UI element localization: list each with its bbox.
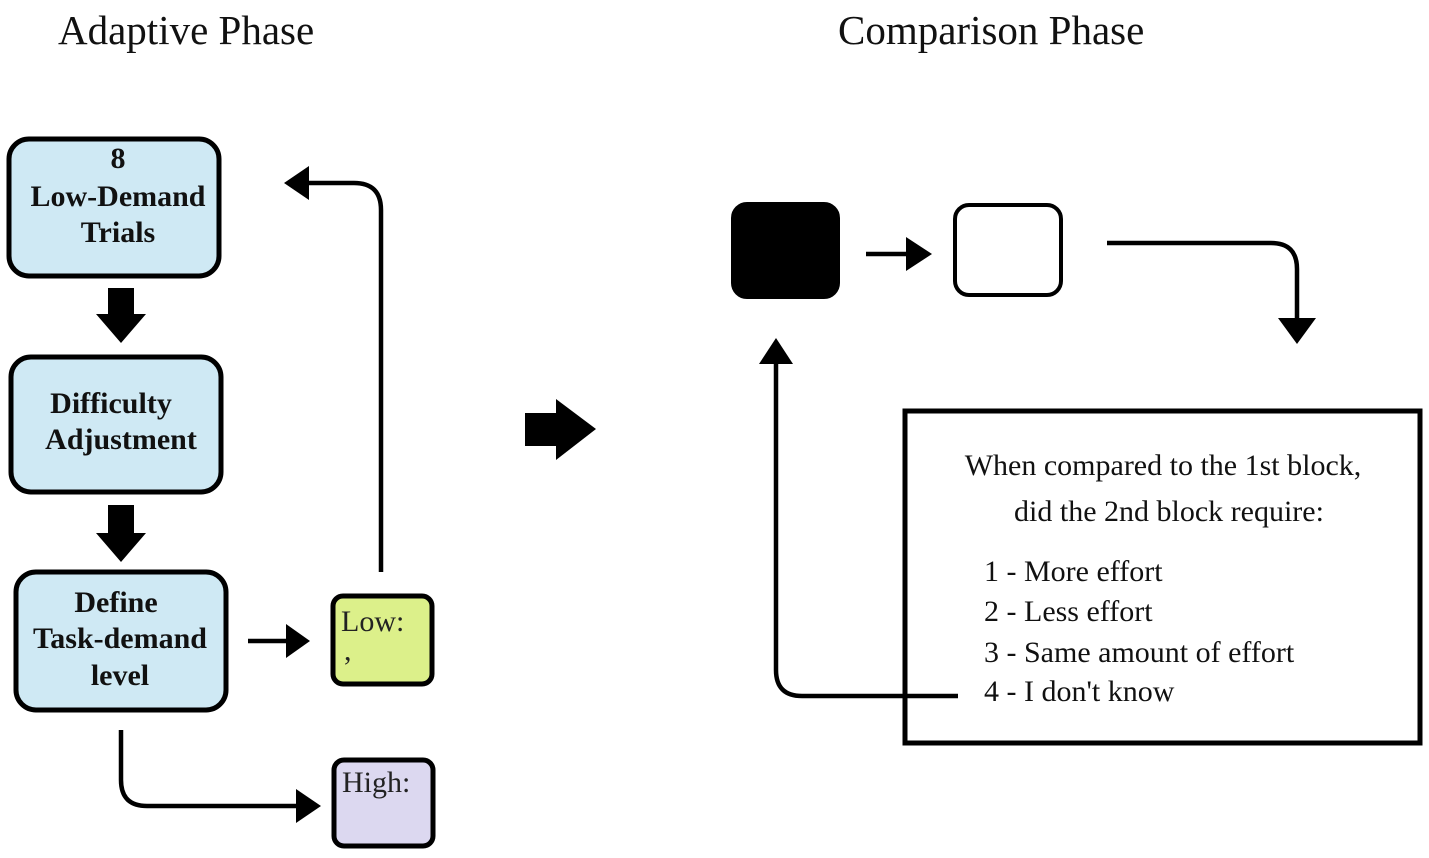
high-box: High: <box>331 757 436 849</box>
low-subtext: , <box>344 634 352 667</box>
to-question-arrow-line <box>1107 240 1300 322</box>
to-high-arrow-head <box>296 789 321 823</box>
return-arrow-head <box>284 166 309 200</box>
define-box-line-3: level <box>91 659 149 692</box>
adjustment-box: Difficulty Adjustment <box>8 354 224 495</box>
adjustment-box-line-2: Adjustment <box>45 423 197 456</box>
question-line-2: did the 2nd block require: <box>1014 495 1324 528</box>
phase-transition-arrow <box>525 399 596 460</box>
block-arrow-head <box>906 237 932 271</box>
adjustment-box-line-1: Difficulty <box>50 387 172 420</box>
down-arrow-1 <box>96 288 146 343</box>
return-arrow-line <box>306 180 384 572</box>
trials-box-line-1: 8 <box>111 142 126 175</box>
trials-box: 8 Low-Demand Trials <box>6 136 222 279</box>
second-block <box>953 203 1063 297</box>
define-box-line-1: Define <box>74 586 157 619</box>
question-line-1: When compared to the 1st block, <box>965 449 1362 482</box>
question-box: When compared to the 1st block, did the … <box>902 408 1423 746</box>
down-arrow-2 <box>96 505 146 562</box>
trials-box-line-3: Trials <box>81 216 155 249</box>
first-block <box>731 202 840 299</box>
to-question-arrow-head <box>1278 318 1316 344</box>
define-level-box: Define Task-demand level <box>13 569 229 713</box>
option-4-return-line <box>773 360 958 699</box>
low-box: Low: , <box>330 593 435 687</box>
adaptive-phase-heading: Adaptive Phase <box>58 7 314 53</box>
define-box-line-2: Task-demand <box>33 622 207 655</box>
trials-box-line-2: Low-Demand <box>30 180 205 213</box>
option-2: 2 - Less effort <box>984 595 1153 628</box>
to-high-arrow-line <box>118 730 298 809</box>
option-4-return-head <box>759 338 793 364</box>
option-1: 1 - More effort <box>984 555 1163 588</box>
option-3: 3 - Same amount of effort <box>984 636 1295 669</box>
option-4: 4 - I don't know <box>984 675 1175 708</box>
to-low-arrow-head <box>286 624 310 658</box>
high-label: High: <box>342 766 410 799</box>
low-label: Low: <box>341 605 404 638</box>
comparison-phase-heading: Comparison Phase <box>838 7 1144 53</box>
